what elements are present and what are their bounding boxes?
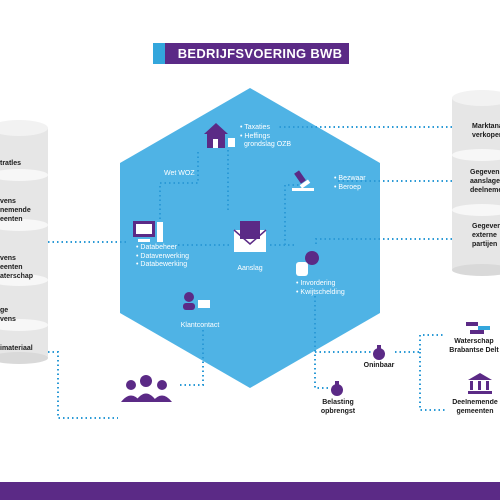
waterschap-label: Waterschap Brabantse Delt: [448, 338, 500, 355]
left-db-item: vens: [0, 316, 16, 323]
envelope-icon: [233, 221, 267, 252]
left-db-item: aterschap: [0, 273, 34, 280]
right-db-item: partijen: [472, 241, 498, 248]
data-line: • Dataverwerking: [136, 252, 190, 260]
left-db-item: vens: [0, 198, 16, 205]
moneybag-icon: [373, 345, 385, 360]
aanslag-label: Aanslag: [237, 265, 263, 272]
left-db-item: vens: [0, 255, 16, 262]
coins-stack-icon: [331, 381, 343, 396]
taxaties-line: grondslag OZB: [244, 141, 292, 148]
contact-icon: [183, 292, 210, 310]
waterschap-line: Brabantse Delt: [449, 346, 499, 354]
data-line: • Databeheer: [136, 244, 177, 251]
belasting-line: Belasting: [322, 399, 354, 406]
people-icon: [121, 375, 172, 402]
inning-label: • Invordering • Kwijtschelding: [296, 279, 345, 297]
gemeenten-line: gemeenten: [456, 407, 494, 415]
right-db-item: aanslager: [470, 178, 500, 185]
right-db-item: Marktanal: [472, 123, 500, 130]
klantcontact-label: Klantcontact: [180, 322, 220, 329]
page-title: BEDRIJFSVOERING BWB: [177, 46, 343, 61]
computer-icon: [133, 221, 163, 242]
oninbaar-label: Oninbaar: [363, 362, 395, 369]
taxaties-line: • Taxaties: [240, 124, 270, 131]
house-icon: [204, 123, 235, 148]
title-banner: [153, 43, 349, 64]
wet-woz-label: Wet WOZ: [164, 170, 195, 177]
taxaties-line: • Heffings: [240, 132, 270, 140]
bezwaar-line: • Beroep: [334, 184, 361, 191]
title-accent: [153, 43, 165, 64]
gemeenten-line: Deelnemende: [452, 399, 498, 406]
inning-line: • Invordering: [296, 280, 336, 287]
belasting-line: opbrengst: [320, 407, 356, 415]
connector-lines: [48, 126, 452, 419]
inning-line: • Kwijtschelding: [296, 289, 345, 296]
hand-coin-icon: [296, 251, 319, 276]
right-db-item: Gegevens: [472, 223, 500, 230]
right-database: [452, 90, 500, 276]
left-db-item: tratles: [0, 160, 22, 167]
left-db-item: nemende: [0, 207, 31, 214]
right-db-item: Gegevens: [470, 169, 500, 176]
bezwaar-line: • Bezwaar: [334, 175, 366, 182]
data-line: • Databewerking: [136, 261, 188, 268]
taxaties-label: • Taxaties • Heffings grondslag OZB: [240, 124, 291, 150]
gemeenten-label: Deelnemende gemeenten: [450, 399, 500, 416]
bezwaar-label: • Bezwaar • Beroep: [334, 174, 366, 192]
left-db-item: ge: [0, 307, 9, 314]
left-database: [0, 120, 48, 364]
left-db-item: eenten: [0, 264, 23, 271]
right-db-item: externe: [472, 232, 497, 239]
left-db-item: imateriaal: [0, 345, 33, 352]
belasting-label: Belasting opbrengst: [318, 399, 358, 416]
footer-bar: [0, 482, 500, 500]
waterschap-line: Waterschap: [454, 338, 494, 345]
gavel-icon: [292, 170, 314, 191]
right-db-item: deelneme: [470, 187, 500, 194]
waterschap-icon: [466, 322, 490, 334]
left-db-item: eenten: [0, 216, 23, 223]
bank-icon: [468, 373, 492, 394]
data-label: • Databeheer • Dataverwerking • Databewe…: [136, 244, 189, 270]
right-db-item: verkoper: [472, 132, 500, 139]
